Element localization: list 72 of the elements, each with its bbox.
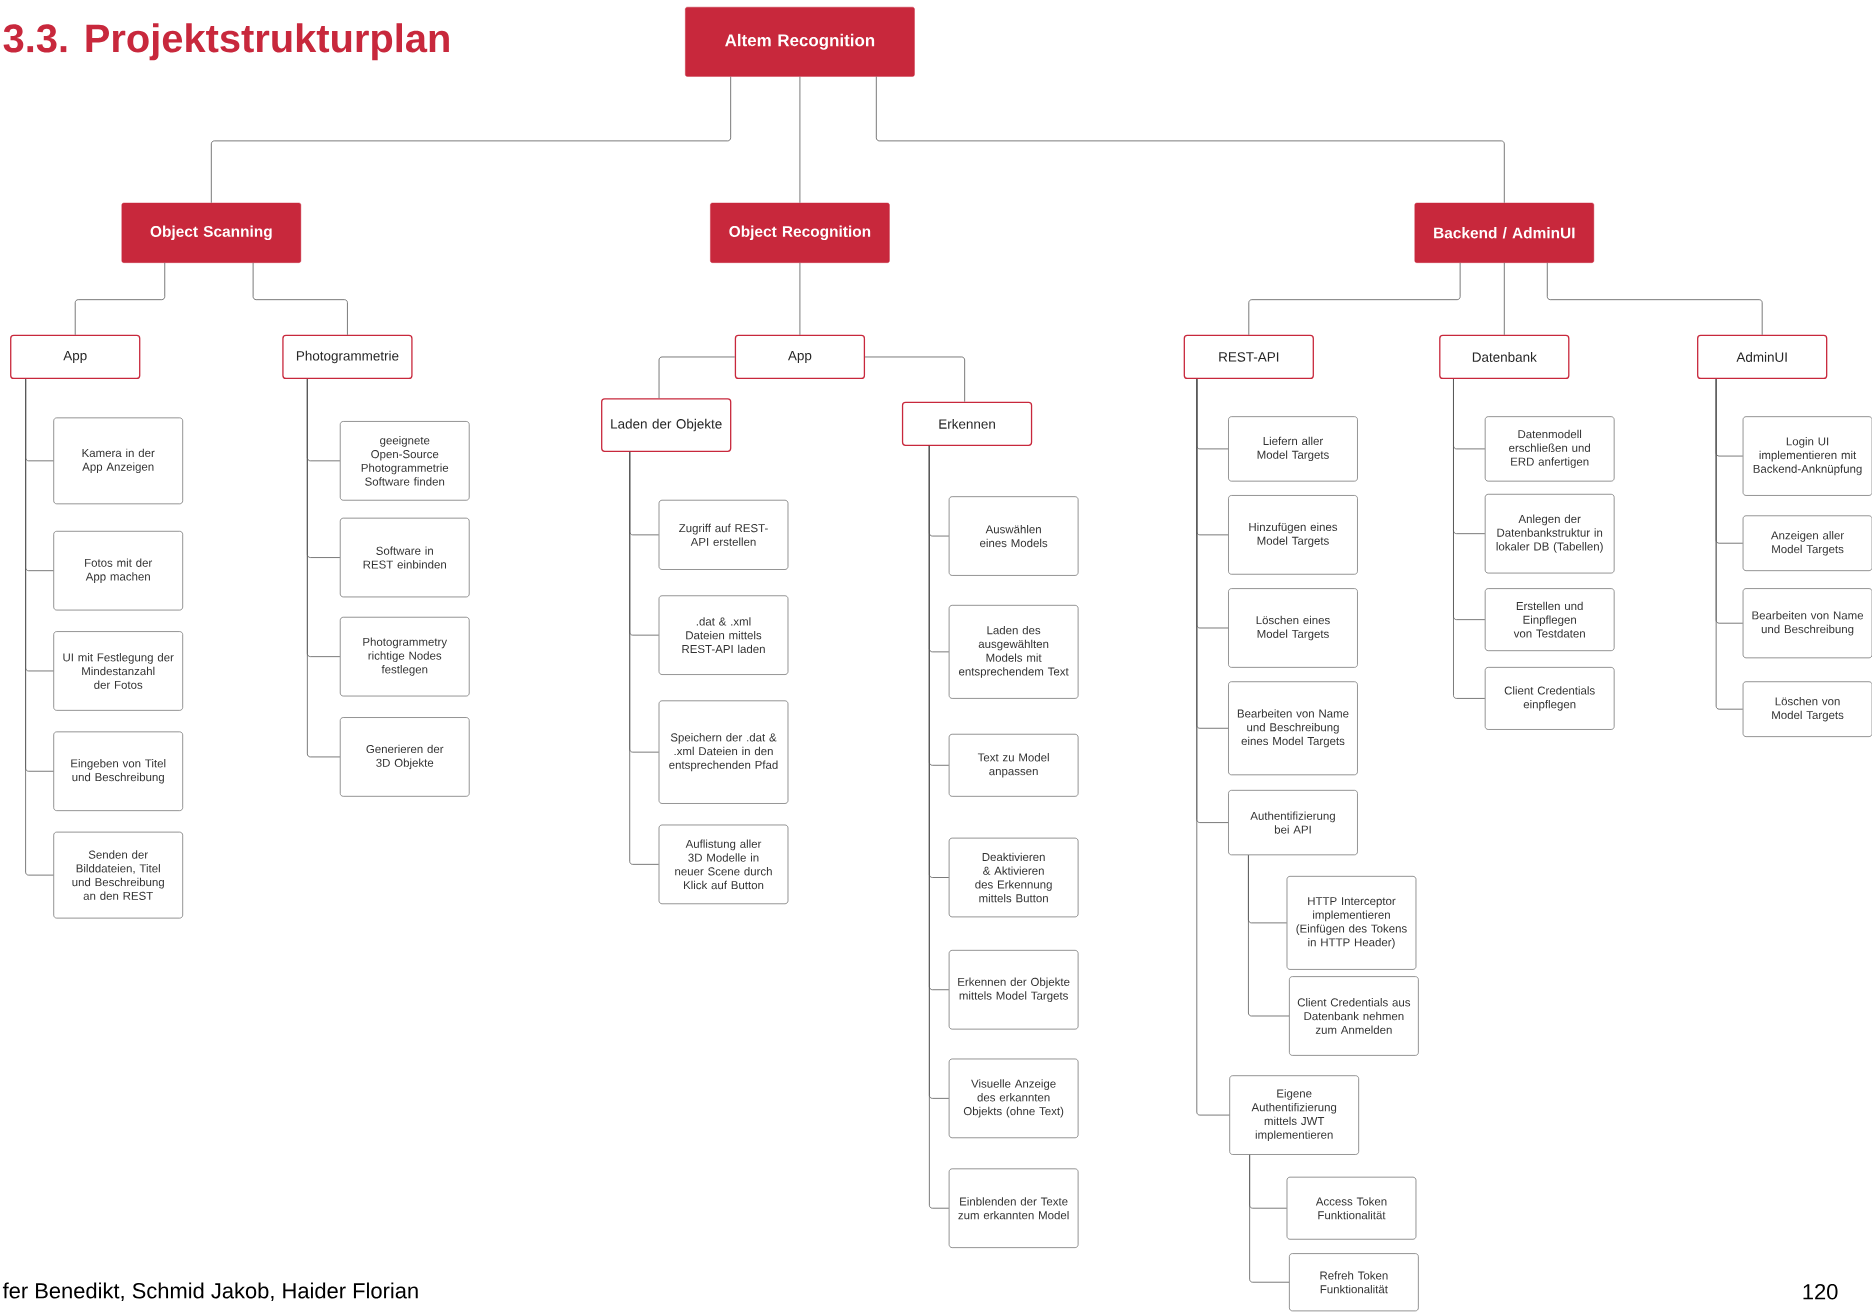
task-box: Deaktivieren & Aktivieren des Erkennung mittels Button — [948, 837, 1079, 918]
task-box: Eingeben von Titel und Beschreibung — [53, 731, 184, 811]
connector-line — [1503, 262, 1505, 335]
footer-text: fer Benedikt, Schmid Jakob, Haider Florian — [2, 1282, 418, 1301]
task-box: Eigene Authentifizierung mittels JWT implementieren — [1229, 1075, 1359, 1155]
task-box: Auflistung aller 3D Modelle in neuer Scene durch Klick auf Button — [658, 824, 789, 904]
task-box: Löschen eines Model Targets — [1228, 588, 1358, 668]
connector-line — [25, 378, 54, 876]
task-box: Client Credentials einpflegen — [1484, 666, 1615, 730]
connector-line — [1249, 1154, 1290, 1283]
task-box: Bearbeiten von Name und Beschreibung — [1742, 588, 1872, 658]
task-box: Kamera in der App Anzeigen — [53, 417, 184, 504]
connector-line — [1248, 854, 1290, 1017]
project-box: Altem Recognition — [685, 6, 915, 77]
task-box: Datenmodell erschließen und ERD anfertigen — [1484, 416, 1615, 482]
task-box: Anlegen der Datenbankstruktur in lokaler DB (Tabellen) — [1484, 493, 1615, 574]
task-box: Erstellen und Einpflegen von Testdaten — [1484, 588, 1615, 651]
work-package-box: Datenbank — [1439, 334, 1570, 379]
work-package-box: Laden der Objekte — [601, 397, 732, 452]
task-box: Software in REST einbinden — [339, 517, 470, 598]
task-box: Access Token Funktionalität — [1286, 1176, 1417, 1240]
connector-line — [629, 451, 660, 865]
task-box: Senden der Bilddateien, Titel und Beschreibung an den REST — [53, 831, 184, 919]
work-package-box: AdminUI — [1697, 334, 1828, 379]
connector-line — [658, 356, 736, 399]
connector-line — [306, 378, 341, 758]
phase-box: Backend / AdminUI — [1414, 202, 1595, 263]
task-box: Bearbeiten von Name und Beschreibung eines Model Targets — [1228, 681, 1358, 775]
work-package-box: App — [10, 334, 141, 379]
phase-box: Object Scanning — [121, 202, 302, 263]
connector-line — [74, 262, 166, 335]
task-box: HTTP Interceptor implementieren (Einfügen des Tokens in HTTP Header) — [1286, 875, 1417, 970]
task-box: Client Credentials aus Datenbank nehmen zum Anmelden — [1289, 976, 1419, 1056]
task-box: Generieren der 3D Objekte — [339, 716, 470, 797]
work-package-box: Photogrammetrie — [282, 334, 413, 379]
task-box: Hinzufügen eines Model Targets — [1228, 494, 1358, 575]
work-package-box: Erkennen — [901, 401, 1033, 446]
phase-box: Object Recognition — [710, 202, 890, 263]
page-number: 120 — [1803, 1283, 1838, 1300]
task-box: Refreh Token Funktionalität — [1289, 1253, 1419, 1311]
connector-line — [1546, 262, 1763, 335]
connector-line — [210, 76, 732, 203]
task-box: Speichern der .dat & .xml Dateien in den entsprechenden Pfad — [658, 700, 789, 804]
task-box: Authentifizierung bei API — [1228, 789, 1358, 855]
connector-line — [875, 76, 1505, 203]
task-box: UI mit Festlegung der Mindestanzahl der Fotos — [53, 631, 184, 711]
connector-line — [1715, 378, 1744, 710]
connector-line — [864, 356, 966, 402]
work-package-box: App — [734, 334, 866, 379]
task-box: Photogrammetry richtige Nodes festlegen — [339, 616, 470, 697]
page-title: 3.3. Projektstrukturplan — [3, 23, 449, 61]
connector-line — [1196, 378, 1230, 1116]
connector-line — [1453, 378, 1486, 699]
task-box: Laden des ausgewählten Models mit entsprechendem Text — [948, 604, 1079, 699]
connector-line — [1248, 262, 1461, 335]
task-box: .dat & .xml Dateien mittels REST-API laden — [658, 595, 789, 675]
task-box: Text zu Model anpassen — [948, 733, 1079, 797]
task-box: Login UI implementieren mit Backend-Anknüpfung — [1742, 416, 1872, 496]
task-box: Löschen von Model Targets — [1742, 681, 1872, 737]
task-box: Liefern aller Model Targets — [1228, 416, 1358, 482]
task-box: Fotos mit der App machen — [53, 530, 184, 611]
task-box: geeignete Open-Source Photogrammetrie Software finden — [339, 420, 470, 501]
connector-line — [799, 76, 801, 203]
task-box: Anzeigen aller Model Targets — [1742, 515, 1872, 571]
task-box: Zugriff auf REST-API erstellen — [658, 499, 789, 570]
work-package-box: REST-API — [1183, 334, 1314, 379]
task-box: Erkennen der Objekte mittels Model Targets — [948, 949, 1079, 1030]
connector-line — [799, 262, 801, 335]
task-box: Visuelle Anzeige des erkannten Objekts (ohne Text) — [948, 1058, 1079, 1138]
connector-line — [252, 262, 348, 335]
task-box: Einblenden der Texte zum erkannten Model — [948, 1168, 1079, 1248]
task-box: Auswählen eines Models — [948, 496, 1079, 576]
